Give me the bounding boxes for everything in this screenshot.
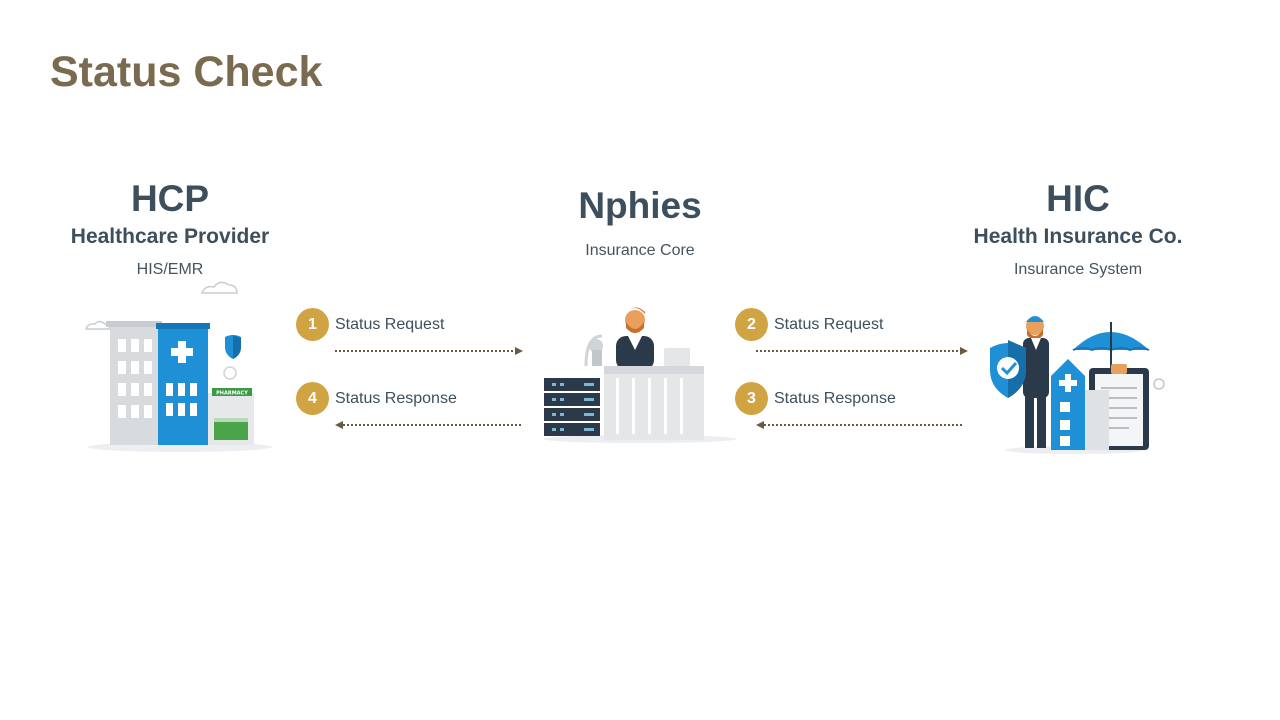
insurance-illustration [990,316,1165,454]
hcp-name: Healthcare Provider [70,225,270,248]
hcp-block: HCP Healthcare Provider HIS/EMR [40,180,300,279]
hic-block: HIC Health Insurance Co. Insurance Syste… [948,180,1208,279]
hic-acronym: HIC [1046,178,1110,219]
hcp-system: HIS/EMR [136,261,204,278]
step-badge: 1 [296,308,329,341]
step-label: Status Request [335,315,445,333]
step-3: 3 Status Response [735,382,896,415]
hic-system: Insurance System [1013,261,1143,278]
nphies-illustration [543,307,737,443]
pharmacy-sign: PHARMACY [216,391,248,397]
arrow-response-hic-to-nphies [756,421,962,429]
nphies-block: Nphies Insurance Core [510,187,770,260]
hic-name: Health Insurance Co. [973,225,1183,248]
step-2: 2 Status Request [735,308,883,341]
step-label: Status Response [774,389,896,407]
step-badge: 4 [296,382,329,415]
arrow-request-hcp-to-nphies [335,347,523,355]
step-badge: 3 [735,382,768,415]
step-label: Status Response [335,389,457,407]
nphies-name: Nphies [578,185,702,226]
hospital-illustration: PHARMACY [84,281,272,452]
nphies-system: Insurance Core [585,242,695,259]
hcp-acronym: HCP [130,178,210,219]
step-4: 4 Status Response [296,382,457,415]
page-title: Status Check [50,48,323,96]
step-label: Status Request [774,315,884,333]
arrow-request-nphies-to-hic [756,347,968,355]
step-1: 1 Status Request [296,308,444,341]
arrow-response-nphies-to-hcp [335,421,523,429]
step-badge: 2 [735,308,768,341]
